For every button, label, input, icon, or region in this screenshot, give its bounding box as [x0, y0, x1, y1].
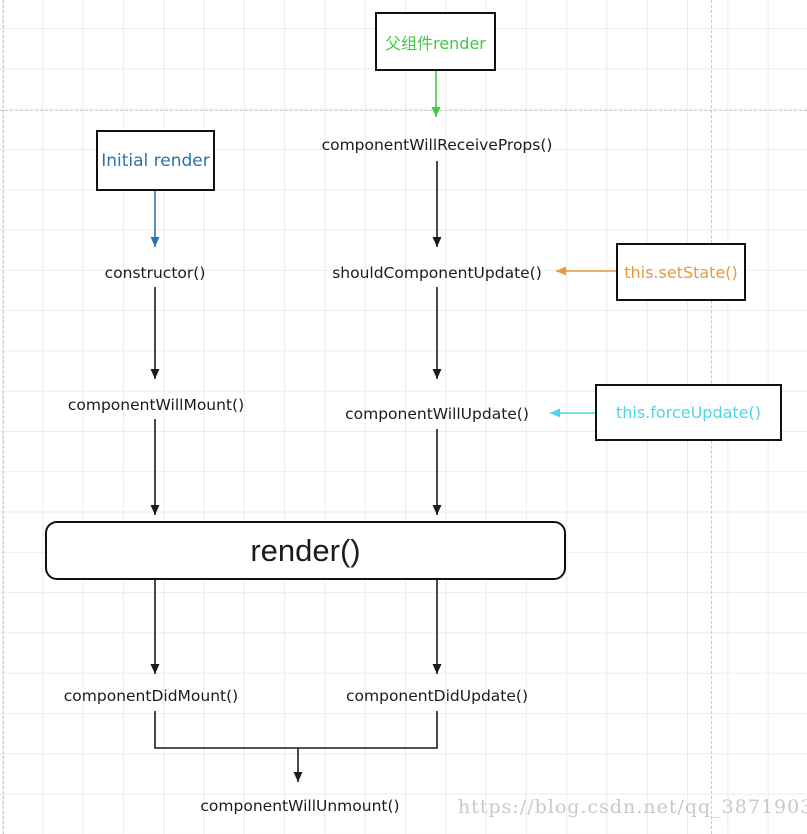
node-component-did-mount: componentDidMount(): [63, 687, 239, 705]
watermark: https://blog.csdn.net/qq_38719039: [458, 796, 807, 818]
node-constructor: constructor(): [104, 264, 206, 282]
node-component-will-update: componentWillUpdate(): [345, 405, 529, 423]
parent-render-box: 父组件render: [375, 12, 496, 71]
render-node-box: render(): [45, 521, 566, 580]
node-component-will-receive-props: componentWillReceiveProps(): [321, 136, 553, 154]
node-component-did-update: componentDidUpdate(): [346, 687, 528, 705]
node-should-component-update: shouldComponentUpdate(): [332, 264, 542, 282]
set-state-label: this.setState(): [624, 262, 738, 282]
force-update-box: this.forceUpdate(): [595, 384, 782, 441]
render-node-label: render(): [250, 532, 361, 568]
parent-render-label: 父组件render: [385, 33, 486, 53]
initial-render-label: Initial render: [101, 150, 210, 171]
node-component-will-mount: componentWillMount(): [67, 396, 245, 414]
node-component-will-unmount: componentWillUnmount(): [200, 797, 400, 815]
connector-didmount-didupdate-join: [154, 711, 438, 749]
set-state-box: this.setState(): [616, 243, 746, 301]
force-update-label: this.forceUpdate(): [616, 403, 761, 422]
initial-render-box: Initial render: [96, 130, 215, 191]
